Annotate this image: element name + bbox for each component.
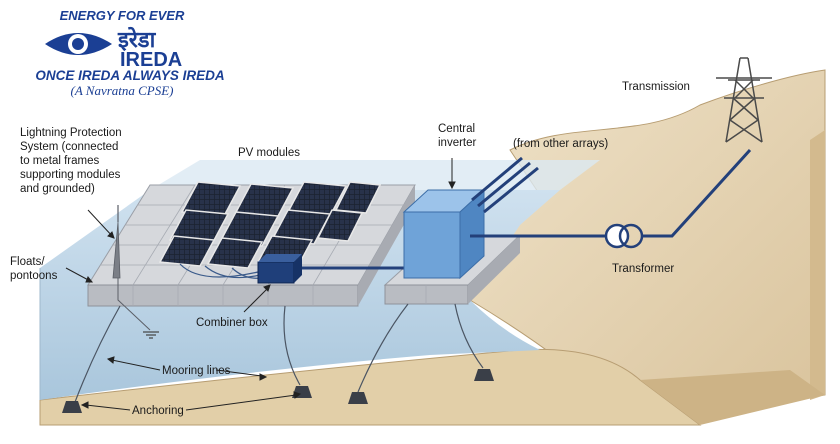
pv-panel bbox=[158, 235, 216, 267]
label-central-inverter-line-1: Central bbox=[438, 123, 475, 135]
combiner-box bbox=[257, 254, 302, 284]
pv-panel bbox=[316, 209, 364, 242]
label-combiner-box: Combiner box bbox=[196, 317, 268, 329]
label-mooring-lines: Mooring lines bbox=[162, 365, 231, 377]
pv-modules bbox=[158, 181, 382, 269]
label-floats-line-2: pontoons bbox=[10, 270, 58, 282]
label-lightning-line-4: supporting modules bbox=[20, 169, 121, 181]
ireda-emblem-icon bbox=[45, 33, 112, 55]
label-lightning-line-1: Lightning Protection bbox=[20, 127, 122, 139]
land-mass bbox=[39, 69, 826, 426]
label-from-other-arrays: (from other arrays) bbox=[513, 138, 608, 150]
transmission-tower-icon bbox=[716, 57, 772, 143]
anchor-block-icon bbox=[62, 401, 82, 413]
logo-subtitle: (A Navratna CPSE) bbox=[70, 83, 173, 98]
anchor-block-icon bbox=[348, 392, 368, 404]
lightning-rod-icon bbox=[112, 205, 159, 339]
transformer-icon bbox=[604, 223, 644, 249]
ireda-logo: ENERGY FOR EVER इरेडा IREDA ONCE IREDA A… bbox=[35, 8, 224, 98]
label-transmission: Transmission bbox=[622, 81, 690, 93]
leader-lines bbox=[65, 158, 456, 411]
label-lightning-line-2: System (connected bbox=[20, 141, 118, 153]
central-inverter bbox=[402, 188, 486, 280]
ground-symbol-icon bbox=[143, 331, 159, 339]
label-anchoring: Anchoring bbox=[132, 405, 184, 417]
logo-name-english: IREDA bbox=[120, 49, 182, 71]
mooring-lines bbox=[74, 303, 484, 403]
label-pv-modules: PV modules bbox=[238, 147, 300, 159]
anchor-block-icon bbox=[474, 369, 494, 381]
label-lightning-line-3: to metal frames bbox=[20, 155, 99, 167]
logo-name-hindi: इरेडा bbox=[117, 26, 157, 52]
logo-tagline-top: ENERGY FOR EVER bbox=[60, 8, 185, 23]
label-lightning-line-5: and grounded) bbox=[20, 183, 95, 195]
anchors bbox=[62, 369, 494, 413]
transmission-cable bbox=[470, 148, 752, 238]
logo-tagline-bottom: ONCE IREDA ALWAYS IREDA bbox=[35, 68, 224, 83]
label-central-inverter-line-2: inverter bbox=[438, 137, 477, 149]
labels: Lightning Protection System (connected t… bbox=[10, 81, 690, 417]
cables-from-other-arrays bbox=[471, 156, 539, 214]
pv-panel bbox=[206, 237, 264, 269]
label-floats-line-1: Floats/ bbox=[10, 256, 45, 268]
label-transformer: Transformer bbox=[612, 263, 674, 275]
